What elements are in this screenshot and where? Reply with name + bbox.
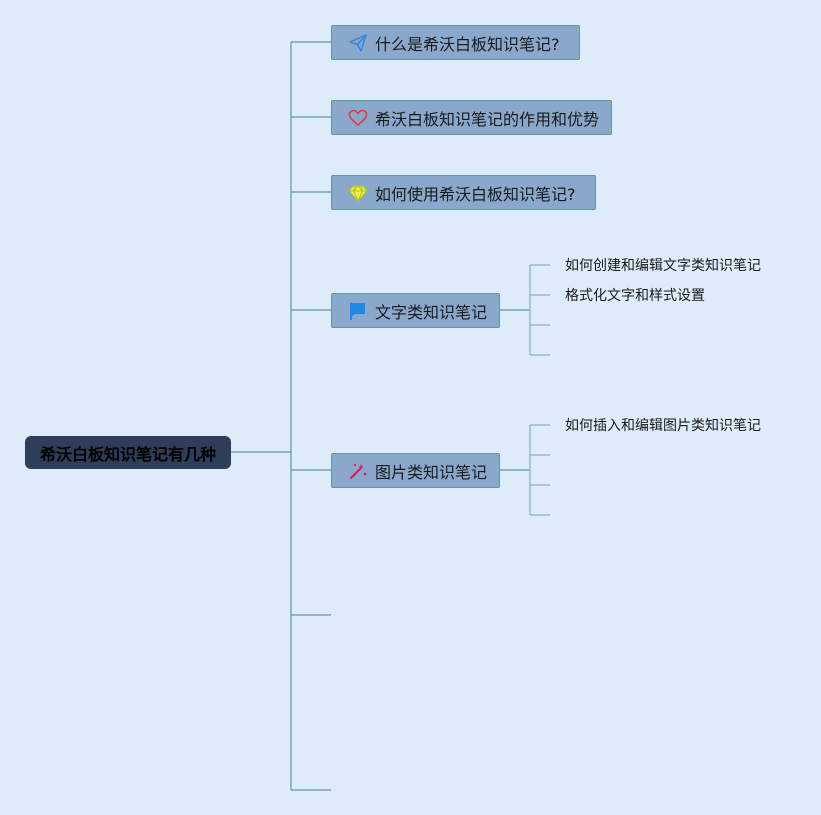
subtopic-label: 如何插入和编辑图片类知识笔记 <box>565 418 761 434</box>
topic-label: 如何使用希沃白板知识笔记? <box>375 184 576 204</box>
flag-icon <box>348 301 368 321</box>
topic-label: 希沃白板知识笔记的作用和优势 <box>375 109 600 129</box>
root-node[interactable]: 希沃白板知识笔记有几种 <box>25 436 231 469</box>
topic-label: 文字类知识笔记 <box>375 302 488 322</box>
topic-functions-advantages[interactable]: 希沃白板知识笔记的作用和优势 <box>331 100 612 135</box>
paper-plane-icon <box>348 33 368 53</box>
heart-icon <box>348 108 368 128</box>
diamond-icon <box>348 183 368 203</box>
topic-image-notes[interactable]: 图片类知识笔记 <box>331 453 500 488</box>
topic-text-notes[interactable]: 文字类知识笔记 <box>331 293 500 328</box>
subtopic-label: 格式化文字和样式设置 <box>565 288 705 304</box>
topic-what-is[interactable]: 什么是希沃白板知识笔记? <box>331 25 580 60</box>
root-label: 希沃白板知识笔记有几种 <box>39 444 216 464</box>
topic-label: 什么是希沃白板知识笔记? <box>375 34 560 54</box>
subtopic-label: 如何创建和编辑文字类知识笔记 <box>565 258 761 274</box>
subtopic-create-edit-text-notes[interactable]: 如何创建和编辑文字类知识笔记 <box>565 257 761 275</box>
magic-wand-icon <box>348 461 368 481</box>
topic-how-to-use[interactable]: 如何使用希沃白板知识笔记? <box>331 175 596 210</box>
topic-label: 图片类知识笔记 <box>375 462 488 482</box>
subtopic-insert-edit-image-notes[interactable]: 如何插入和编辑图片类知识笔记 <box>565 417 761 435</box>
subtopic-format-text-style[interactable]: 格式化文字和样式设置 <box>565 287 705 305</box>
